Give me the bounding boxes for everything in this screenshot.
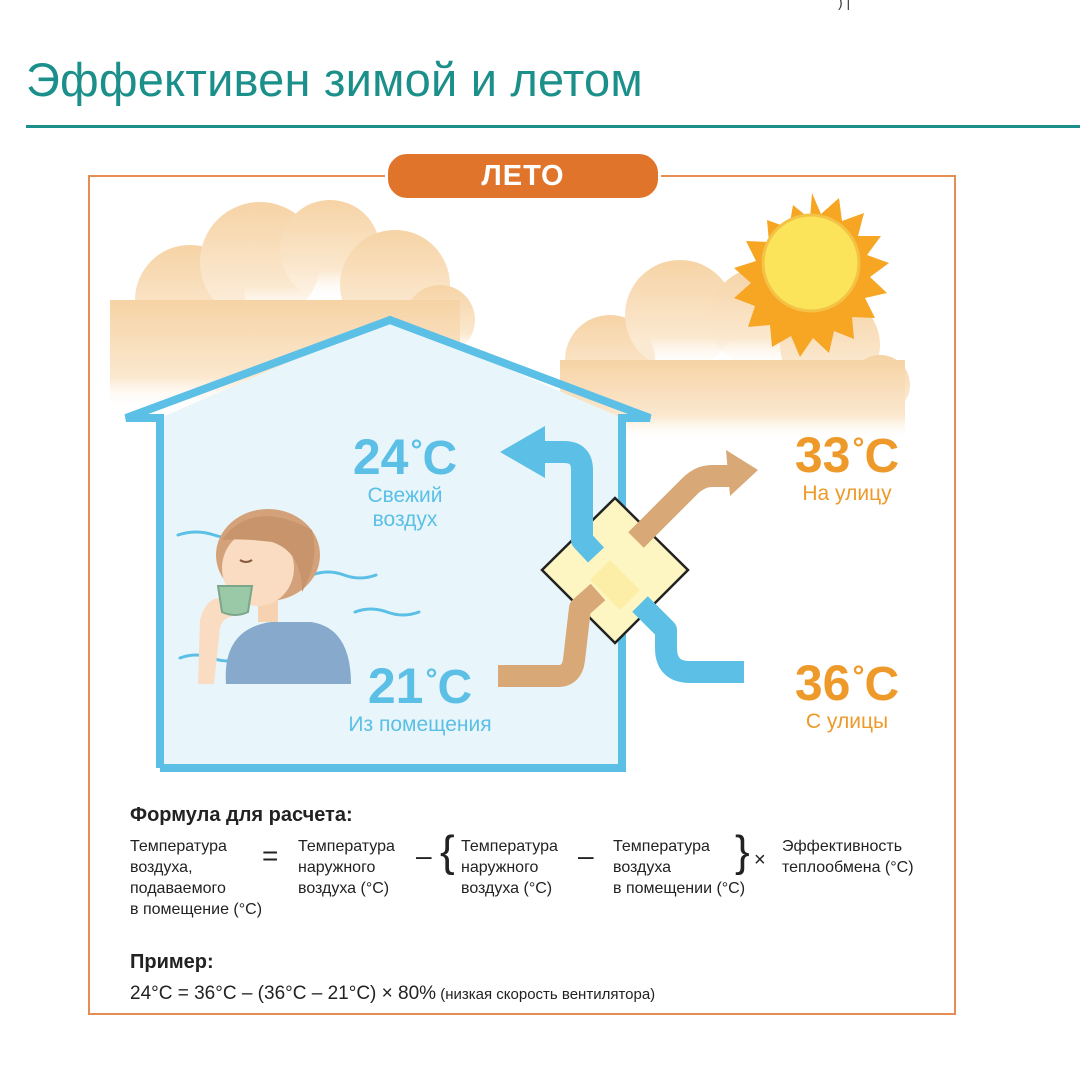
to-street-temp: 33 [794,427,851,483]
from-room-label: 21°C Из помещения [330,655,510,737]
formula-times: × [754,849,766,871]
from-room-caption: Из помещения [348,713,492,736]
from-room-deg: ° [425,663,438,696]
from-street-label: 36°C С улицы [782,652,912,734]
from-street-caption: С улицы [805,710,889,733]
from-room-unit: C [437,661,473,714]
example-equation: 24°C = 36°C – (36°C – 21°C) × 80% (низка… [130,983,655,1005]
fresh-air-caption-2: воздух [372,508,438,531]
person-drinking-icon [198,509,351,684]
formula-title: Формула для расчета: [130,804,353,826]
fresh-air-caption-1: Свежий [367,484,443,507]
formula-minus-1: – [416,840,432,871]
example-equation-text: 24°C = 36°C – (36°C – 21°C) × 80% [130,983,437,1004]
formula-equals: = [262,840,279,871]
formula-brace-open: { [440,827,455,876]
example-title: Пример: [130,951,214,973]
sun-icon [734,193,889,357]
fresh-air-temp: 24 [352,429,409,485]
to-street-label: 33°C На улицу [782,424,912,506]
to-street-unit: C [864,430,900,483]
formula-minus-2: – [578,840,594,871]
season-badge: ЛЕТО [385,151,661,201]
fresh-air-arrow [540,441,744,683]
formula-brace-close: } [735,827,750,876]
title-divider [26,125,1080,128]
corner-text: ) | [838,0,851,10]
to-street-deg: ° [852,432,865,465]
fresh-air-label: 24°C Свежий воздух [340,426,470,532]
from-room-temp: 21 [367,658,424,714]
to-street-caption: На улицу [802,482,892,505]
page-title: Эффективен зимой и летом [26,53,643,106]
fresh-air-deg: ° [410,434,423,467]
example-note: (низкая скорость вентилятора) [436,986,656,1003]
from-street-deg: ° [852,660,865,693]
fresh-air-unit: C [422,432,458,485]
exhaust-arrow [498,465,730,687]
from-street-unit: C [864,658,900,711]
from-street-temp: 36 [794,655,851,711]
